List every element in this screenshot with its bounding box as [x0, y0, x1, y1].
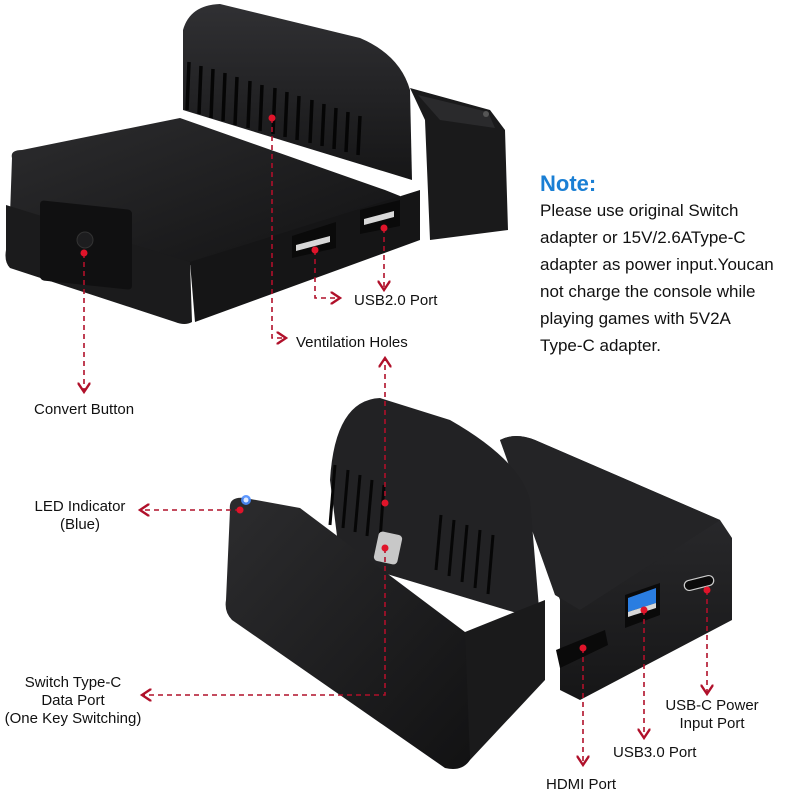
label-typec-line2: Data Port — [41, 692, 105, 709]
note-line: not charge the console while — [540, 282, 756, 301]
note-line: Please use original Switch — [540, 201, 739, 220]
label-hdmi-port: HDMI Port — [546, 776, 617, 793]
callout-dots — [80, 114, 711, 652]
label-switch-typec-port: Switch Type-C Data Port (One Key Switchi… — [0, 674, 146, 728]
note-title: Note: — [540, 171, 597, 196]
ventilation-slots — [185, 61, 362, 156]
note-block: Note: Please use original Switch adapter… — [540, 172, 800, 359]
convert-button — [76, 231, 94, 249]
label-typec-line3: (One Key Switching) — [4, 710, 142, 727]
label-led-indicator: LED Indicator (Blue) — [30, 498, 130, 534]
label-ventilation-holes: Ventilation Holes — [296, 334, 408, 351]
note-line: adapter or 15V/2.6AType-C — [540, 228, 746, 247]
top-dock — [5, 4, 508, 324]
ventilation-slots-lower — [328, 464, 495, 595]
note-body: Please use original Switch adapter or 15… — [540, 197, 800, 359]
label-usb2-port: USB2.0 Port — [354, 292, 438, 309]
label-led-line1: LED Indicator — [34, 498, 126, 515]
label-usb3-port: USB3.0 Port — [613, 744, 697, 761]
callout-lines — [84, 118, 707, 765]
label-usbc-power-line1: USB-C Power — [665, 697, 759, 714]
note-line: playing games with 5V2A — [540, 309, 731, 328]
label-convert-button: Convert Button — [34, 401, 135, 418]
usbc-power-port — [683, 574, 715, 592]
bottom-dock — [225, 398, 732, 769]
note-line: adapter as power input.Youcan — [540, 255, 774, 274]
label-led-line2: (Blue) — [59, 516, 100, 533]
label-usbc-power-port: USB-C Power Input Port — [662, 697, 762, 733]
note-line: Type-C adapter. — [540, 336, 661, 355]
label-usbc-power-line2: Input Port — [679, 715, 745, 732]
label-typec-line1: Switch Type-C — [24, 674, 122, 691]
usb2-ports — [292, 200, 400, 258]
